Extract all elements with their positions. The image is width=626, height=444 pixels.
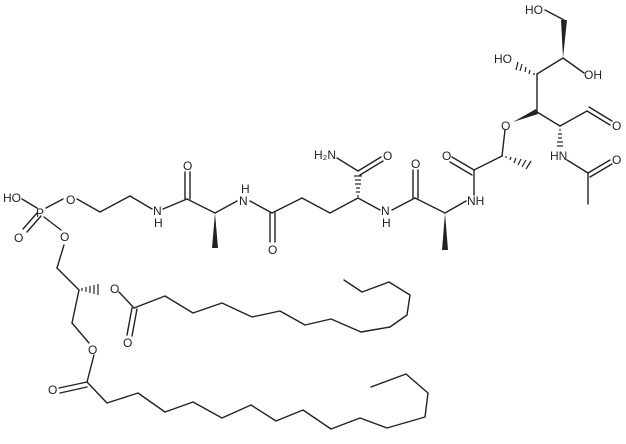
label-oh-mid: OH <box>584 68 602 82</box>
label-h1: H <box>154 216 163 230</box>
alanine-1 <box>162 171 238 248</box>
label-ho-phosphate: HO <box>3 191 21 205</box>
label-o-carbonyl-sn2: O <box>123 336 132 350</box>
glycerol-backbone <box>56 244 99 344</box>
acyl-chain-sn1 <box>58 354 429 430</box>
label-o-amide1: O <box>183 159 192 173</box>
label-o-ester-sn1: O <box>88 343 97 357</box>
label-o-aldehyde: O <box>612 119 621 133</box>
label-o-amide5: O <box>442 149 451 163</box>
label-n2: N <box>239 194 248 208</box>
label-hn-acetyl: HN <box>550 149 567 163</box>
label-o-ether: O <box>501 119 510 133</box>
label-o-carbonyl-sn1: O <box>48 383 57 397</box>
phosphate-group <box>21 198 64 233</box>
isoglutamine <box>249 156 384 243</box>
lactyl-group <box>449 109 538 196</box>
label-o-amide2: O <box>268 243 277 257</box>
label-o-ester-sn2: O <box>110 282 119 296</box>
label-o-phos-ester1: O <box>66 193 75 207</box>
ethanolamine-linker <box>76 195 153 213</box>
label-n1: N <box>153 204 162 218</box>
label-p: P <box>36 206 44 220</box>
atom-labels: HO P O O O N H O N H O H₂N O N H O NH O … <box>3 3 621 397</box>
alanine-2 <box>391 169 467 250</box>
muramic-acid <box>515 9 613 205</box>
label-ho-mid: HO <box>494 52 512 66</box>
label-o-amide3: O <box>383 149 392 163</box>
label-o-phos-ester2: O <box>60 230 69 244</box>
label-nh4: NH <box>467 194 484 208</box>
label-h3: H <box>382 216 391 230</box>
label-o-acetyl: O <box>612 153 621 167</box>
label-o-phos-double: O <box>14 231 23 245</box>
label-ho-top: HO <box>525 3 543 17</box>
label-o-amide4: O <box>411 157 420 171</box>
label-n3: N <box>381 204 390 218</box>
label-h2n: H₂N <box>314 148 336 162</box>
label-h2: H <box>241 182 250 196</box>
acyl-chain-sn2 <box>118 279 411 337</box>
